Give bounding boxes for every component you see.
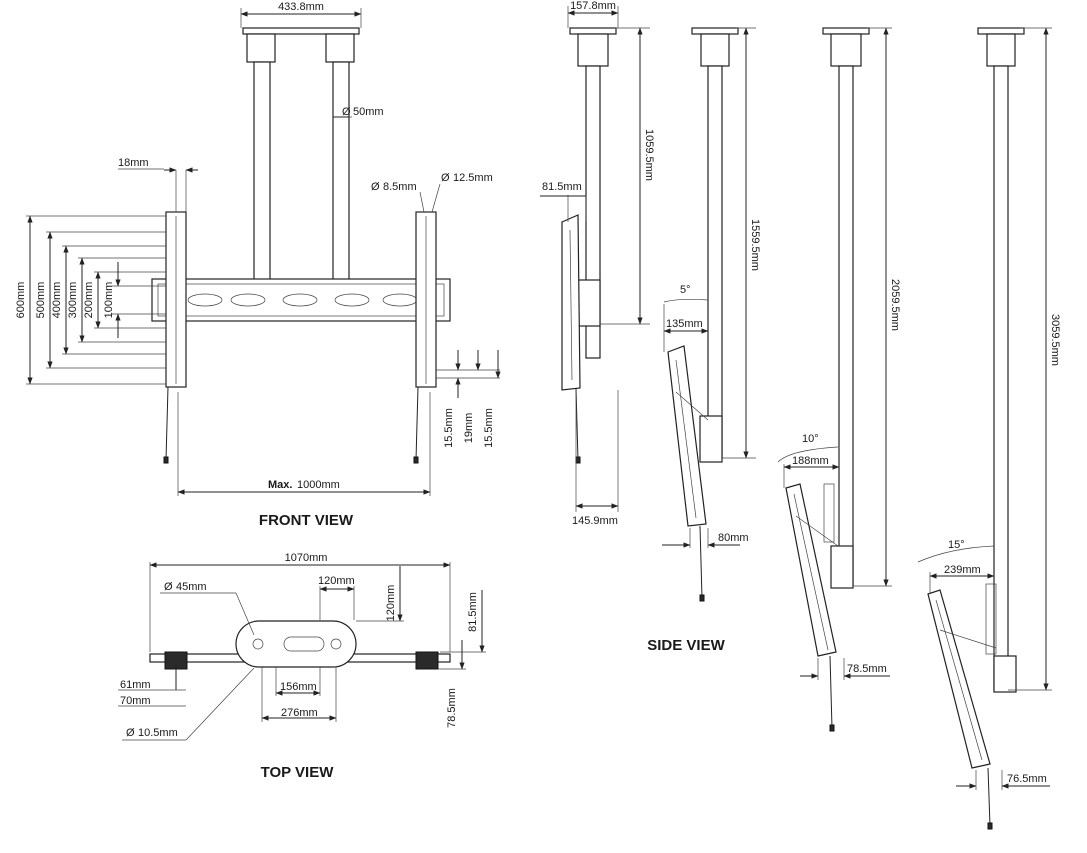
dim-h400: 400mm <box>51 282 63 319</box>
dim-plate-h: 120mm <box>385 585 397 622</box>
dim-hole-small: 8.5mm <box>383 181 417 193</box>
dim-side-h3: 2059.5mm <box>889 279 901 331</box>
side-profile-1: 1059.5mm 81.5mm 145.9mm <box>540 27 655 527</box>
dim-side1: 61mm <box>120 679 151 691</box>
top-view-title: TOP VIEW <box>261 764 335 781</box>
dim-h100: 100mm <box>103 282 115 319</box>
dim-hole-large: 12.5mm <box>453 172 493 184</box>
dim-side-h1: 1059.5mm <box>643 129 655 181</box>
dim-pole-dia: 50mm <box>353 106 384 118</box>
diameter-symbol-icon: Ø <box>371 181 380 193</box>
side-profile-4: 3059.5mm 15° 239mm 76.5mm <box>917 27 1061 830</box>
diameter-symbol-icon: Ø <box>126 727 135 739</box>
dim-top-total: 1070mm <box>285 552 328 564</box>
dim-offset1: 15.5mm <box>443 408 455 448</box>
side-profile-3: 2059.5mm 10° 188mm 78.5mm <box>777 27 901 732</box>
dim-side-h4: 3059.5mm <box>1049 314 1061 366</box>
dim-side-off2: 135mm <box>666 318 703 330</box>
dim-top-width: 433.8mm <box>278 1 324 13</box>
front-view-title: FRONT VIEW <box>259 512 354 529</box>
dim-max-prefix: Max. <box>268 479 292 491</box>
dim-side-base1: 145.9mm <box>572 515 618 527</box>
dim-side-base4: 76.5mm <box>1007 773 1047 785</box>
dim-h500: 500mm <box>35 282 47 319</box>
dim-rail-width: 18mm <box>118 157 149 169</box>
dim-offset2: 19mm <box>463 413 475 444</box>
dim-side-off4: 239mm <box>944 564 981 576</box>
dim-max-value: 1000mm <box>297 479 340 491</box>
dim-side-base3: 78.5mm <box>847 663 887 675</box>
diameter-symbol-icon: Ø <box>441 172 450 184</box>
dim-plate-dia: 45mm <box>176 581 207 593</box>
top-view: 1070mm Ø 45mm 120mm 120mm 81.5mm 61mm <box>118 552 486 781</box>
diameter-symbol-icon: Ø <box>342 106 351 118</box>
side-view: 157.8mm 1059.5mm 81.5mm 145.9mm <box>540 0 1061 830</box>
dim-top-plate: 157.8mm <box>570 0 616 12</box>
dim-hole: 10.5mm <box>138 727 178 739</box>
dim-plate-w: 120mm <box>318 575 355 587</box>
dim-h600: 600mm <box>15 282 27 319</box>
dim-outer: 276mm <box>281 707 318 719</box>
dim-bottom-depth: 78.5mm <box>446 688 458 728</box>
dim-side2: 70mm <box>120 695 151 707</box>
dim-side-h2: 1559.5mm <box>749 219 761 271</box>
dim-side-off3: 188mm <box>792 455 829 467</box>
front-view: 433.8mm 50mm Ø 18mm <box>15 1 501 529</box>
diameter-symbol-icon: Ø <box>164 581 173 593</box>
dim-side-angle1: 5° <box>680 284 691 296</box>
dim-side-off1: 81.5mm <box>542 181 582 193</box>
dim-depth: 81.5mm <box>467 592 479 632</box>
side-view-title: SIDE VIEW <box>647 637 725 654</box>
vesa-height-dims: 600mm 500mm 400mm 300mm 200mm 100mm <box>15 215 166 385</box>
dim-side-angle2: 10° <box>802 433 819 445</box>
side-profile-2: 1559.5mm 5° 135mm 80mm <box>662 27 761 602</box>
dim-h200: 200mm <box>83 282 95 319</box>
rail-offset-dims: 15.5mm 19mm 15.5mm <box>436 350 501 448</box>
dim-inner: 156mm <box>280 681 317 693</box>
dim-side-angle3: 15° <box>948 539 965 551</box>
dim-offset3: 15.5mm <box>483 408 495 448</box>
dim-side-base2: 80mm <box>718 532 749 544</box>
dim-h300: 300mm <box>67 282 79 319</box>
